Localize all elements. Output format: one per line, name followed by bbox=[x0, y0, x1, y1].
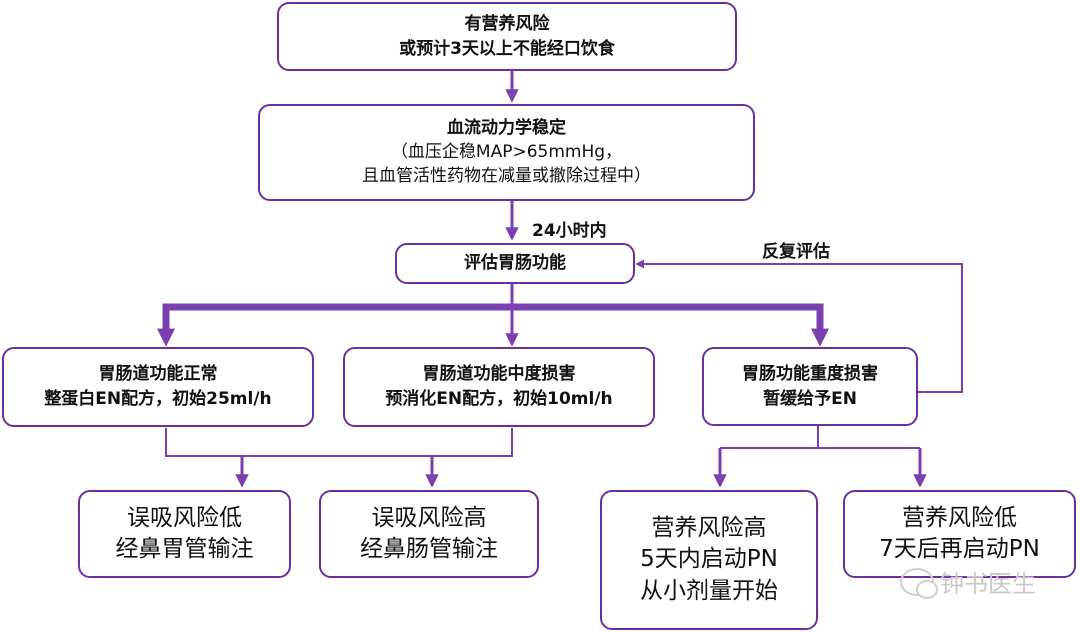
node-nutrition-risk: 有营养风险 或预计3天以上不能经口饮食 bbox=[277, 2, 737, 71]
node-line: 胃肠道功能中度损害 bbox=[422, 364, 576, 385]
reassess-loop bbox=[635, 259, 963, 393]
node-line: 有营养风险 bbox=[464, 13, 550, 34]
node-line: 7天后再启动PN bbox=[879, 536, 1040, 562]
node-line: 误吸风险高 bbox=[371, 504, 487, 531]
node-gi-moderate: 胃肠道功能中度损害 预消化EN配方，初始10ml/h bbox=[343, 347, 655, 427]
node-gi-normal: 胃肠道功能正常 整蛋白EN配方，初始25ml/h bbox=[2, 347, 314, 427]
node-low-nutrition-risk: 营养风险低 7天后再启动PN bbox=[843, 490, 1076, 578]
node-line: 预消化EN配方，初始10ml/h bbox=[385, 389, 613, 409]
wechat-icon bbox=[900, 567, 938, 599]
node-hemodynamic-stable: 血流动力学稳定 （血压企稳MAP>65mmHg， 且血管活性药物在减量或撤除过程… bbox=[258, 104, 755, 201]
branch-bar bbox=[162, 303, 824, 336]
node-high-nutrition-risk: 营养风险高 5天内启动PN 从小剂量开始 bbox=[600, 490, 818, 630]
node-line: 营养风险低 bbox=[902, 504, 1017, 531]
node-line: 或预计3天以上不能经口饮食 bbox=[399, 38, 615, 59]
node-line: 且血管活性药物在减量或撤除过程中） bbox=[362, 165, 651, 186]
node-line: 血流动力学稳定 bbox=[447, 118, 566, 139]
node-line: 经鼻胃管输注 bbox=[115, 536, 254, 562]
node-line: 营养风险高 bbox=[651, 515, 767, 542]
watermark: 钟书医生 bbox=[900, 564, 1036, 599]
node-line: 误吸风险低 bbox=[127, 504, 242, 531]
node-line: 整蛋白EN配方，初始25ml/h bbox=[44, 389, 272, 409]
node-assess-gi-function: 评估胃肠功能 bbox=[395, 243, 635, 284]
label-within-24h: 24小时内 bbox=[532, 221, 607, 241]
merge-bracket bbox=[165, 428, 513, 457]
node-line: 暂缓给予EN bbox=[763, 388, 857, 409]
node-high-aspiration-risk: 误吸风险高 经鼻肠管输注 bbox=[319, 490, 539, 578]
watermark-text: 钟书医生 bbox=[940, 570, 1036, 598]
node-line: 从小剂量开始 bbox=[640, 577, 778, 604]
node-gi-severe: 胃肠功能重度损害 暂缓给予EN bbox=[702, 347, 918, 426]
node-low-aspiration-risk: 误吸风险低 经鼻胃管输注 bbox=[78, 490, 291, 578]
label-reassess: 反复评估 bbox=[762, 242, 830, 262]
node-line: 经鼻肠管输注 bbox=[360, 536, 498, 562]
node-line: 5天内启动PN bbox=[640, 546, 778, 573]
node-line: 胃肠道功能正常 bbox=[98, 364, 218, 385]
node-line: 评估胃肠功能 bbox=[464, 253, 566, 274]
node-line: 胃肠功能重度损害 bbox=[742, 363, 878, 384]
node-line: （血压企稳MAP>65mmHg， bbox=[390, 142, 623, 163]
